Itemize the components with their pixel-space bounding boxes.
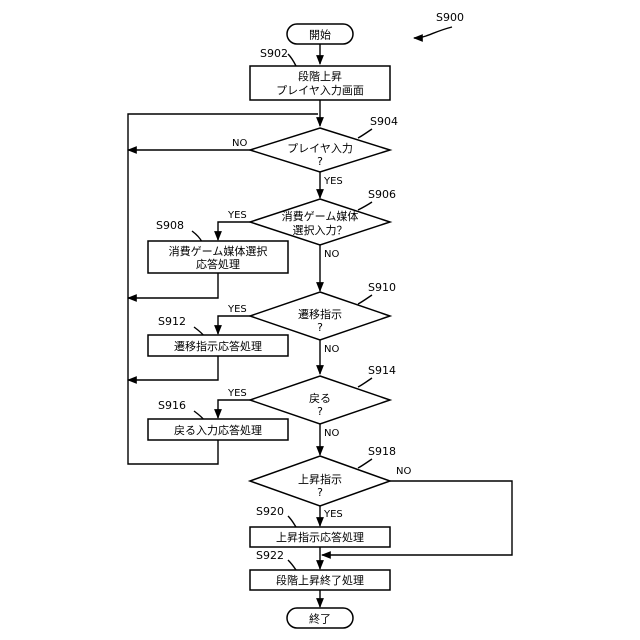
step-id-leader <box>358 378 372 387</box>
decision-s910-line1: 遷移指示 <box>298 307 342 321</box>
connector <box>128 356 218 380</box>
no-label: NO <box>324 428 339 439</box>
no-label: NO <box>324 344 339 355</box>
decision-s904-line2: ? <box>317 155 323 168</box>
process-s908-line2: 応答処理 <box>196 257 240 271</box>
step-id-leader <box>358 459 372 468</box>
no-label: NO <box>232 138 247 149</box>
step-id-s914: S914 <box>368 364 396 377</box>
decision-s914-line2: ? <box>317 405 323 418</box>
decision-s906-line1: 消費ゲーム媒体 <box>282 209 359 223</box>
process-s920-label: 上昇指示応答処理 <box>276 530 364 544</box>
yes-label: YES <box>227 210 247 221</box>
step-id-s922: S922 <box>256 549 284 562</box>
step-id-s920: S920 <box>256 505 284 518</box>
process-s908-line1: 消費ゲーム媒体選択 <box>169 244 268 258</box>
connector <box>218 316 250 334</box>
decision-s914-line1: 戻る <box>309 392 331 405</box>
decision-s910-line2: ? <box>317 321 323 334</box>
decision-s906-line2: 選択入力？ <box>293 223 348 237</box>
decision-s918-line2: ? <box>317 486 323 499</box>
step-id-s908: S908 <box>156 219 184 232</box>
step-id-leader <box>288 54 296 66</box>
process-s902-line1: 段階上昇 <box>298 69 342 83</box>
step-id-leader <box>288 516 296 527</box>
step-id-s916: S916 <box>158 399 186 412</box>
connector <box>128 273 218 298</box>
decision-s918-line1: 上昇指示 <box>298 472 342 486</box>
connector <box>218 222 250 240</box>
step-id-leader <box>358 202 372 210</box>
figure-label: S900 <box>436 11 464 24</box>
step-id-s912: S912 <box>158 315 186 328</box>
process-s902-line2: プレイヤ入力画面 <box>276 84 364 97</box>
decision-s904-line1: プレイヤ入力 <box>287 142 353 155</box>
yes-label: YES <box>227 304 247 315</box>
step-id-leader <box>358 129 372 138</box>
step-id-s902: S902 <box>260 47 288 60</box>
yes-label: YES <box>323 509 343 520</box>
process-s922-label: 段階上昇終了処理 <box>276 573 364 587</box>
end-label: 終了 <box>309 612 331 626</box>
step-id-s904: S904 <box>370 115 398 128</box>
no-label: NO <box>396 466 411 477</box>
step-id-leader <box>358 295 372 304</box>
connector <box>218 400 250 418</box>
process-s916-label: 戻る入力応答処理 <box>174 423 262 437</box>
step-id-leader <box>288 560 296 570</box>
no-label: NO <box>324 249 339 260</box>
step-id-s910: S910 <box>368 281 396 294</box>
figure-label-leader <box>414 27 452 38</box>
process-s912-label: 遷移指示応答処理 <box>174 339 262 353</box>
step-id-s918: S918 <box>368 445 396 458</box>
yes-label: YES <box>323 176 343 187</box>
start-label: 開始 <box>309 28 331 42</box>
step-id-s906: S906 <box>368 188 396 201</box>
yes-label: YES <box>227 388 247 399</box>
